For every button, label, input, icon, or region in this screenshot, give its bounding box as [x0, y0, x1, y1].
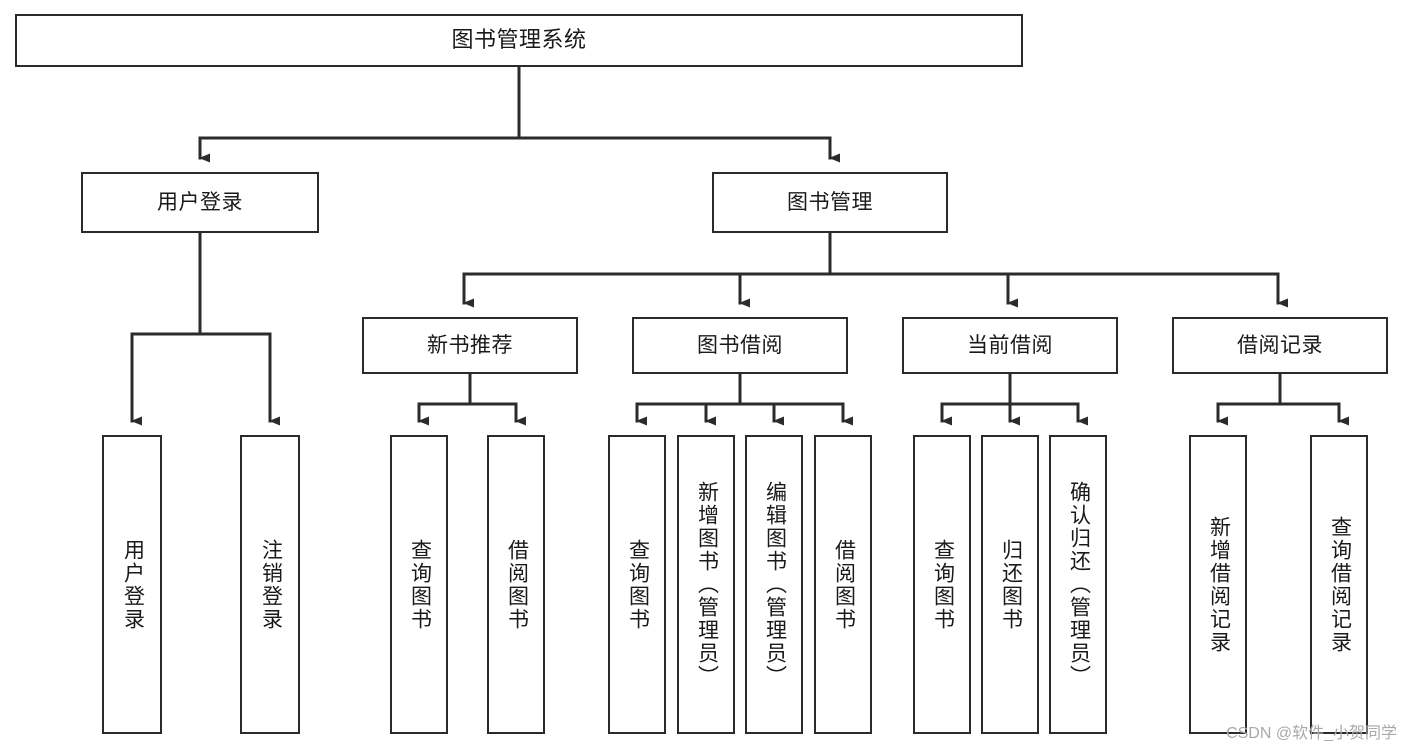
leaf-borrow-book-2-label: 借阅图书 — [832, 538, 856, 631]
leaf-add-borrow-record-label: 新增借阅记录 — [1207, 515, 1231, 654]
leaf-user-login[interactable]: 用户登录 — [102, 435, 162, 734]
leaf-confirm-return-admin[interactable]: 确认归还（管理员） — [1049, 435, 1107, 734]
leaf-edit-book-admin-label: 编辑图书（管理员） — [763, 481, 787, 688]
leaf-query-borrow-record-label: 查询借阅记录 — [1328, 515, 1352, 654]
leaf-add-book-admin-label: 新增图书（管理员） — [695, 481, 719, 688]
leaf-borrow-book-1[interactable]: 借阅图书 — [487, 435, 545, 734]
node-book-borrow[interactable]: 图书借阅 — [632, 317, 848, 374]
leaf-add-book-admin[interactable]: 新增图书（管理员） — [677, 435, 735, 734]
leaf-user-login-label: 用户登录 — [121, 538, 145, 631]
node-borrow-record-label: 借阅记录 — [1237, 333, 1323, 357]
leaf-query-borrow-record[interactable]: 查询借阅记录 — [1310, 435, 1368, 734]
node-borrow-record[interactable]: 借阅记录 — [1172, 317, 1388, 374]
leaf-borrow-book-2[interactable]: 借阅图书 — [814, 435, 872, 734]
node-user-login-label: 用户登录 — [157, 190, 243, 214]
leaf-query-book-3[interactable]: 查询图书 — [913, 435, 971, 734]
leaf-add-borrow-record[interactable]: 新增借阅记录 — [1189, 435, 1247, 734]
node-book-borrow-label: 图书借阅 — [697, 333, 783, 357]
leaf-return-book[interactable]: 归还图书 — [981, 435, 1039, 734]
node-current-borrow-label: 当前借阅 — [967, 333, 1053, 357]
node-new-book-recommend-label: 新书推荐 — [427, 333, 513, 357]
leaf-confirm-return-admin-label: 确认归还（管理员） — [1067, 481, 1091, 688]
leaf-query-book-1[interactable]: 查询图书 — [390, 435, 448, 734]
node-book-manage-label: 图书管理 — [787, 190, 873, 214]
node-user-login[interactable]: 用户登录 — [81, 172, 319, 233]
leaf-edit-book-admin[interactable]: 编辑图书（管理员） — [745, 435, 803, 734]
node-root-label: 图书管理系统 — [451, 27, 587, 53]
leaf-borrow-book-1-label: 借阅图书 — [505, 538, 529, 631]
node-book-manage[interactable]: 图书管理 — [712, 172, 948, 233]
leaf-query-book-2[interactable]: 查询图书 — [608, 435, 666, 734]
node-current-borrow[interactable]: 当前借阅 — [902, 317, 1118, 374]
leaf-query-book-3-label: 查询图书 — [931, 538, 955, 631]
node-root-system[interactable]: 图书管理系统 — [15, 14, 1023, 67]
leaf-user-logout-label: 注销登录 — [259, 538, 283, 631]
node-new-book-recommend[interactable]: 新书推荐 — [362, 317, 578, 374]
leaf-query-book-2-label: 查询图书 — [626, 538, 650, 631]
leaf-return-book-label: 归还图书 — [999, 538, 1023, 631]
leaf-query-book-1-label: 查询图书 — [408, 538, 432, 631]
leaf-user-logout[interactable]: 注销登录 — [240, 435, 300, 734]
